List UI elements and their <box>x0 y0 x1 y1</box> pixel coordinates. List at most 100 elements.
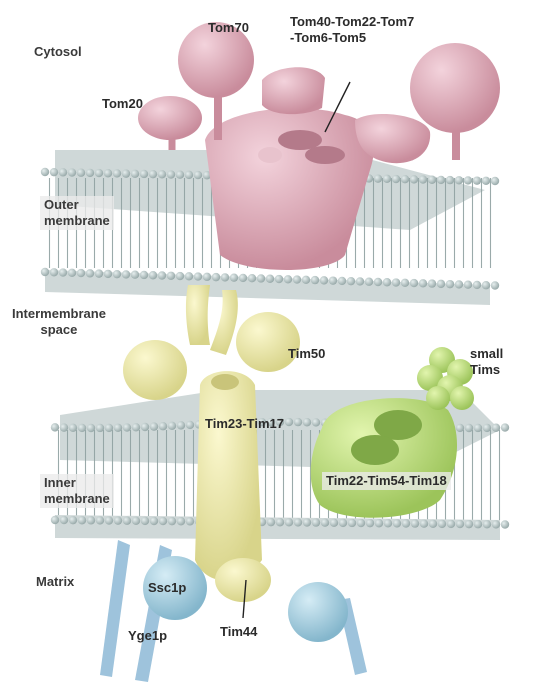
tom20-label: Tom20 <box>102 96 143 112</box>
lipid-head <box>203 273 211 281</box>
lipid-head <box>401 279 409 287</box>
lipid-head <box>473 281 481 289</box>
lipid-head <box>141 423 149 431</box>
lipid-head <box>275 275 283 283</box>
small-tims-label: small Tims <box>470 346 503 378</box>
lipid-head <box>104 270 112 278</box>
lipid-head <box>267 518 275 526</box>
lipid-head <box>312 418 320 426</box>
lipid-head <box>464 280 472 288</box>
lipid-head <box>357 519 365 527</box>
lipid-head <box>41 168 49 176</box>
lipid-head <box>123 423 131 431</box>
lipid-head <box>491 177 499 185</box>
lipid-head <box>132 517 140 525</box>
lipid-head <box>437 176 445 184</box>
lipid-head <box>122 270 130 278</box>
tim22-complex-label: Tim22-Tim54-Tim18 <box>322 472 451 490</box>
lipid-head <box>68 269 76 277</box>
ssc1p-label: Ssc1p <box>148 580 186 596</box>
outer-membrane-label-line-1: Outer <box>44 197 110 213</box>
lipid-head <box>411 519 419 527</box>
lipid-head <box>329 276 337 284</box>
lipid-head <box>176 272 184 280</box>
inner-membrane-label-line-2: membrane <box>44 491 110 507</box>
lipid-head <box>294 418 302 426</box>
tom20-shape <box>138 96 202 150</box>
lipid-head <box>105 516 113 524</box>
lipid-head <box>365 278 373 286</box>
lipid-head <box>239 274 247 282</box>
lipid-head <box>366 519 374 527</box>
lipid-head <box>77 169 85 177</box>
lipid-head <box>410 175 418 183</box>
lipid-head <box>60 423 68 431</box>
lipid-head <box>69 424 77 432</box>
lipid-head <box>312 518 320 526</box>
cytosol-label: Cytosol <box>34 44 82 60</box>
lipid-head <box>77 269 85 277</box>
lipid-head <box>456 520 464 528</box>
lipid-head <box>59 268 67 276</box>
lipid-head <box>473 176 481 184</box>
outer-membrane-label: Outer membrane <box>40 196 114 230</box>
lipid-head <box>410 279 418 287</box>
lipid-head <box>114 424 122 432</box>
lipid-head <box>294 518 302 526</box>
lipid-head <box>320 276 328 284</box>
lipid-head <box>464 176 472 184</box>
lipid-head <box>176 171 184 179</box>
lipid-head <box>257 274 265 282</box>
lipid-head <box>96 516 104 524</box>
tom-complex-label: Tom40-Tom22-Tom7 -Tom6-Tom5 <box>290 14 414 46</box>
tim23-tim17-label: Tim23-Tim17 <box>205 416 284 432</box>
lipid-head <box>212 273 220 281</box>
lipid-head <box>158 170 166 178</box>
lipid-head <box>437 280 445 288</box>
lipid-head <box>482 281 490 289</box>
lipid-head <box>455 176 463 184</box>
lipid-head <box>383 175 391 183</box>
lipid-head <box>51 423 59 431</box>
lipid-head <box>50 268 58 276</box>
lipid-head <box>159 422 167 430</box>
lipid-head <box>266 275 274 283</box>
lipid-head <box>186 421 194 429</box>
lipid-head <box>303 518 311 526</box>
lipid-head <box>311 276 319 284</box>
lipid-head <box>186 517 194 525</box>
lipid-head <box>150 517 158 525</box>
lipid-head <box>501 423 509 431</box>
lipid-head <box>465 424 473 432</box>
lipid-head <box>492 520 500 528</box>
outer-membrane-label-line-2: membrane <box>44 213 110 229</box>
lipid-head <box>284 275 292 283</box>
lipid-head <box>465 520 473 528</box>
lipid-head <box>429 520 437 528</box>
lipid-head <box>150 422 158 430</box>
lipid-head <box>60 516 68 524</box>
lipid-head <box>303 418 311 426</box>
lipid-head <box>293 275 301 283</box>
lipid-head <box>321 519 329 527</box>
lipid-head <box>149 271 157 279</box>
lipid-head <box>483 424 491 432</box>
inner-membrane-label-line-1: Inner <box>44 475 110 491</box>
lipid-head <box>159 517 167 525</box>
lipid-head <box>131 271 139 279</box>
lipid-head <box>87 516 95 524</box>
lipid-head <box>302 276 310 284</box>
lipid-head <box>428 176 436 184</box>
lipid-head <box>492 424 500 432</box>
tom70-label: Tom70 <box>208 20 249 36</box>
lipid-head <box>276 518 284 526</box>
lipid-head <box>491 281 499 289</box>
tom-complex-label-line-1: Tom40-Tom22-Tom7 <box>290 14 414 30</box>
lipid-head <box>87 424 95 432</box>
lipid-head <box>177 517 185 525</box>
intermembrane-space-label: Intermembrane space <box>12 306 106 338</box>
lipid-head <box>419 279 427 287</box>
lipid-head <box>95 169 103 177</box>
lipid-head <box>374 278 382 286</box>
lipid-head <box>446 176 454 184</box>
